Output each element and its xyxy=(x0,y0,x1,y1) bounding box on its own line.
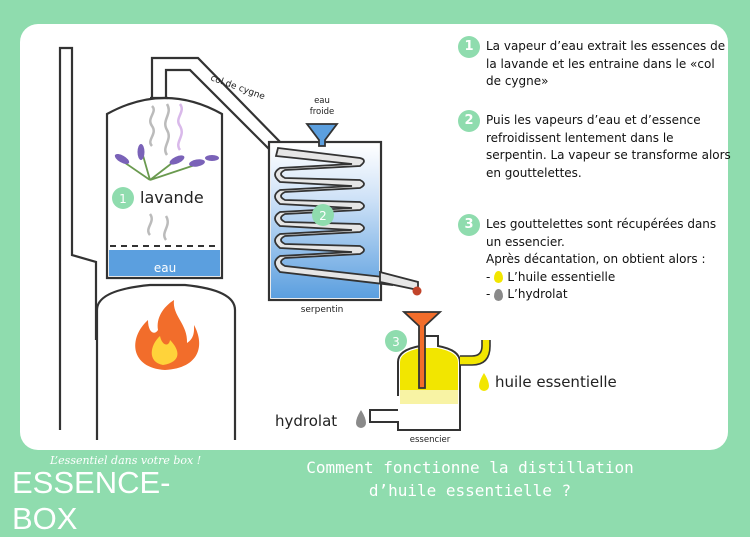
hydrolat-drop-icon xyxy=(494,288,504,301)
step-number: 2 xyxy=(458,110,480,132)
svg-text:3: 3 xyxy=(392,335,400,349)
oil-drop-icon xyxy=(479,373,489,391)
list-item-hydrolat: - L’hydrolat xyxy=(486,287,568,301)
footer-title: Comment fonctionne la distillation d’hui… xyxy=(306,458,634,500)
brand-logo: L’essentiel dans votre box ! ESSENCE-BOX xyxy=(12,454,212,537)
huile-label: huile essentielle xyxy=(495,373,617,391)
brand-tagline: L’essentiel dans votre box ! xyxy=(50,454,202,467)
svg-text:1: 1 xyxy=(119,192,127,206)
step-text: Puis les vapeurs d’eau et d’essence refr… xyxy=(486,113,731,180)
serpentin-coil xyxy=(274,147,393,287)
lavande-label: lavande xyxy=(140,188,204,207)
brand-name: ESSENCE-BOX xyxy=(12,465,171,536)
infographic: col de cygne eau froide serpentin essen xyxy=(12,24,731,536)
marker-1 xyxy=(112,187,134,209)
step-number: 1 xyxy=(458,36,480,58)
essencier-label: essencier xyxy=(410,435,451,445)
step-number: 3 xyxy=(458,214,480,236)
lavender-icon xyxy=(114,144,219,181)
oil-drop-icon xyxy=(494,271,504,284)
cold-water-funnel xyxy=(305,123,339,147)
chimney-pipe xyxy=(58,46,98,430)
eau-froide-label-2: froide xyxy=(310,107,335,117)
fire-icon xyxy=(135,300,200,370)
hydrolat-label: hydrolat xyxy=(275,412,337,430)
swan-neck-pipe xyxy=(150,56,285,147)
serpentin-label: serpentin xyxy=(301,305,344,315)
distillation-diagram: col de cygne eau froide serpentin essen xyxy=(58,46,617,445)
water-in-alembic xyxy=(109,250,220,276)
marker-3 xyxy=(385,330,407,352)
eau-froide-label-1: eau xyxy=(314,96,330,106)
svg-text:2: 2 xyxy=(319,209,327,223)
list-item-huile: - L’huile essentielle xyxy=(486,269,616,284)
flame-core xyxy=(151,336,178,365)
essencier-funnel xyxy=(401,311,443,389)
step-text: Les gouttelettes sont récupérées dans un… xyxy=(486,216,731,304)
eau-label: eau xyxy=(154,261,176,275)
marker-2 xyxy=(312,204,334,226)
droplet xyxy=(412,286,422,296)
hydrolat-drop-icon xyxy=(356,410,366,428)
alembic xyxy=(105,96,224,280)
step-text: La vapeur d’eau extrait les essences de … xyxy=(486,39,726,88)
